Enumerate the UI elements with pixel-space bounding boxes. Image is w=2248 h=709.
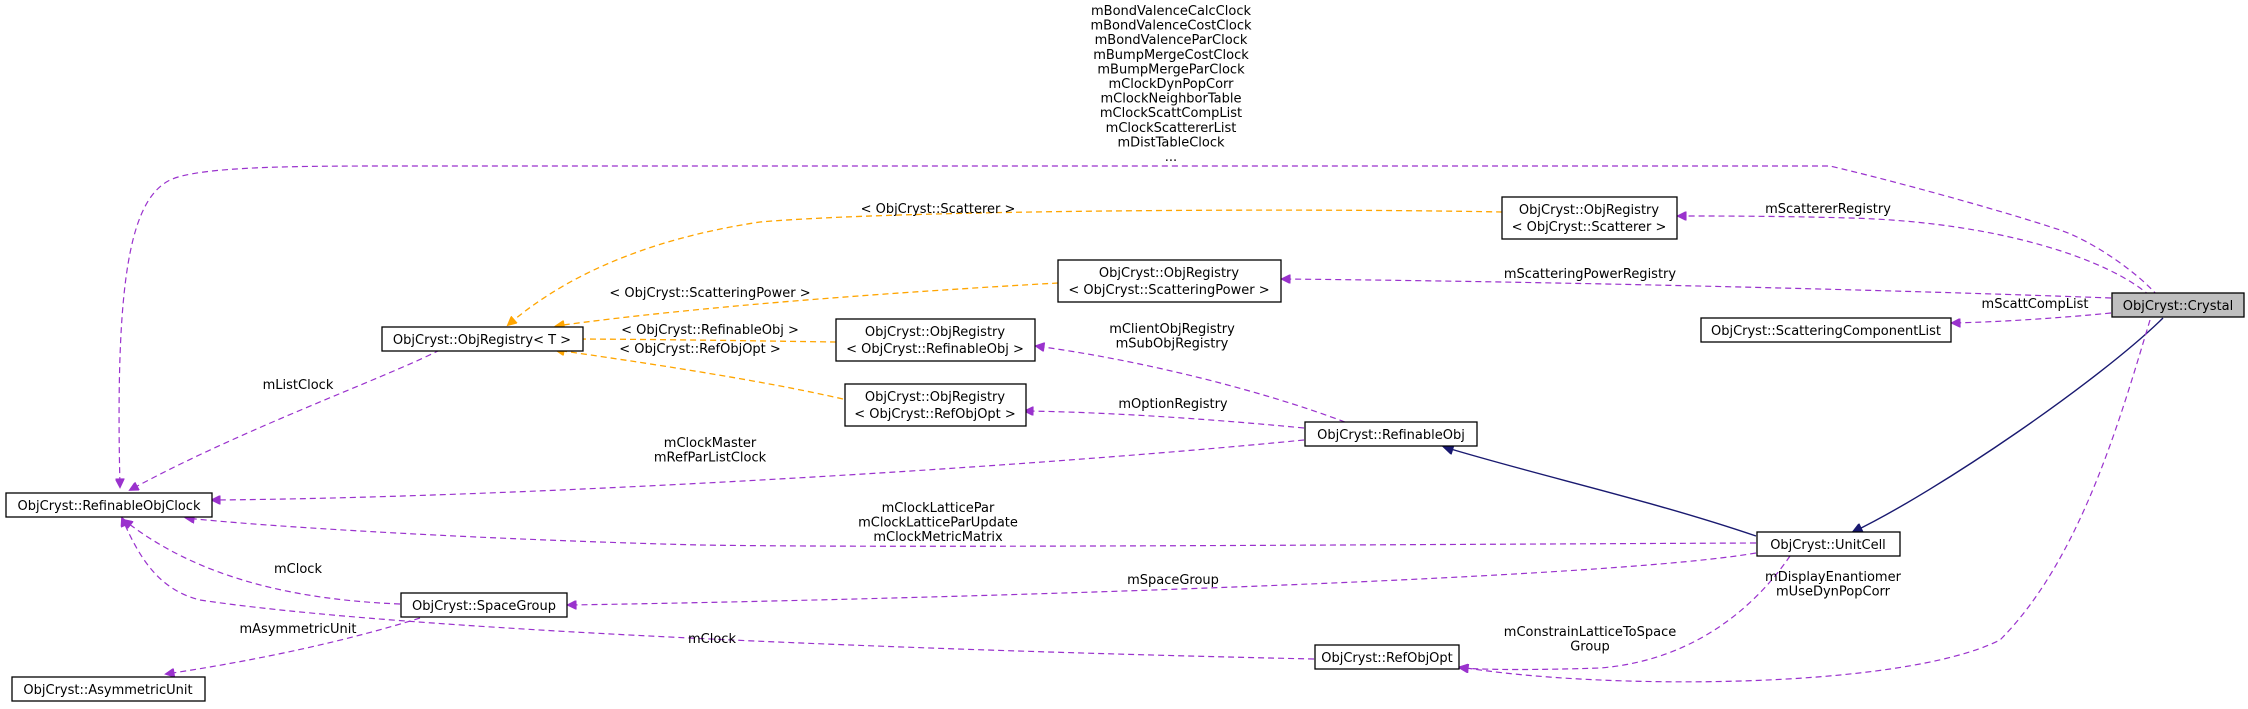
edge-unitcell-refinableobj [1444,447,1757,537]
edge-scattcomp-list [1952,312,2112,323]
edge-label-constrain-lattice-1: Group [1570,640,1610,655]
edge-label-asym-unit-0: mAsymmetricUnit [239,622,356,637]
node-refobj-registry-line-0: ObjCryst::ObjRegistry [865,325,1005,340]
edge-label-crystal-clocks-9: mDistTableClock [1117,135,1225,150]
edge-label-list-clock-0: mListClock [263,378,334,393]
node-ref-obj-opt-line-0: ObjCryst::RefObjOpt [1321,651,1453,666]
edge-label-clock-master-0: mClockMaster [664,436,757,451]
edge-label-sg-clock-0: mClock [274,562,322,577]
node-objregistry-t-line-0: ObjCryst::ObjRegistry< T > [393,333,571,348]
edge-label-crystal-clocks-3: mBumpMergeCostClock [1093,48,1249,63]
edge-label-scattcomp-list-0: mScattCompList [1982,297,2089,312]
edge-label-client-obj-1: mSubObjRegistry [1116,337,1229,352]
edge-label-crystal-clocks-4: mBumpMergeParClock [1097,62,1245,77]
edge-label-clock-master-1: mRefParListClock [654,451,767,466]
edge-scattpow-registry [1282,279,2112,299]
edge-label-unitcell-clocks-0: mClockLatticePar [882,501,995,516]
edge-label-crystal-clocks-10: ... [1165,150,1177,165]
edge-sg-clock [124,520,401,605]
edge-client-obj [1036,346,1346,423]
node-ref-obj-opt[interactable]: ObjCryst::RefObjOpt [1314,644,1460,670]
edge-label-display-enantiomer-1: mUseDynPopCorr [1776,585,1891,600]
node-refobj-registry[interactable]: ObjCryst::ObjRegistry < ObjCryst::Refina… [835,318,1036,362]
node-objregistry-t[interactable]: ObjCryst::ObjRegistry< T > [381,326,584,352]
edge-refobjopt-clock [122,518,1315,660]
node-crystal[interactable]: ObjCryst::Crystal [2111,292,2245,318]
node-scatterer-registry[interactable]: ObjCryst::ObjRegistry < ObjCryst::Scatte… [1501,196,1678,240]
node-scattpow-registry-line-0: ObjCryst::ObjRegistry [1099,266,1239,281]
edge-label-client-obj-0: mClientObjRegistry [1109,322,1235,337]
node-refinable-obj-clock-line-0: ObjCryst::RefinableObjClock [18,499,201,514]
edge-label-tpl-refobjopt-0: < ObjCryst::RefObjOpt > [619,342,781,357]
edge-label-option-registry-0: mOptionRegistry [1118,397,1228,412]
node-refobjopt-registry-line-1: < ObjCryst::RefObjOpt > [854,407,1016,422]
edge-label-crystal-clocks-6: mClockNeighborTable [1101,92,1242,107]
edge-label-tpl-scattpow-0: < ObjCryst::ScatteringPower > [609,286,810,301]
edge-crystal-clocks [119,165,2159,487]
node-refinable-obj-clock[interactable]: ObjCryst::RefinableObjClock [5,492,213,518]
edge-scatterer-registry [1678,216,2151,297]
node-scatterer-registry-line-0: ObjCryst::ObjRegistry [1519,203,1659,218]
edge-tpl-scattpow [556,282,1059,326]
node-refinable-obj-line-0: ObjCryst::RefinableObj [1317,428,1465,443]
edge-label-crystal-clocks-1: mBondValenceCostClock [1090,19,1252,34]
edge-label-space-group-0: mSpaceGroup [1127,573,1219,588]
edge-unitcell-refobjopt [1460,555,1791,670]
edge-label-crystal-clocks-7: mClockScattCompList [1100,106,1242,121]
node-scattpow-registry[interactable]: ObjCryst::ObjRegistry < ObjCryst::Scatte… [1057,259,1282,303]
edge-crystal-refobjopt [1460,319,2151,683]
edge-label-scatterer-registry-0: mScattererRegistry [1765,202,1891,217]
edge-list-clock [130,349,441,490]
node-space-group[interactable]: ObjCryst::SpaceGroup [400,592,568,618]
edge-label-crystal-clocks-2: mBondValenceParClock [1095,33,1248,48]
edge-option-registry [1025,411,1305,429]
node-space-group-line-0: ObjCryst::SpaceGroup [412,599,556,614]
node-unit-cell[interactable]: ObjCryst::UnitCell [1756,531,1901,557]
node-unit-cell-line-0: ObjCryst::UnitCell [1770,538,1886,553]
node-scattpow-registry-line-1: < ObjCryst::ScatteringPower > [1068,283,1269,298]
edge-label-crystal-clocks-5: mClockDynPopCorr [1109,77,1235,92]
edge-crystal-unitcell [1853,317,2164,532]
edge-label-scattpow-registry-0: mScatteringPowerRegistry [1504,267,1676,282]
edge-asym-unit [166,617,421,674]
edge-space-group [568,552,1757,605]
edge-label-crystal-clocks-8: mClockScattererList [1106,121,1237,136]
edge-unitcell-clocks [186,518,1757,547]
node-refobj-registry-line-1: < ObjCryst::RefinableObj > [846,342,1024,357]
edge-label-constrain-lattice-0: mConstrainLatticeToSpace [1504,625,1676,640]
edge-label-unitcell-clocks-2: mClockMetricMatrix [873,530,1003,545]
edge-label-unitcell-clocks-1: mClockLatticeParUpdate [858,516,1018,531]
edge-label-tpl-scatterer-0: < ObjCryst::Scatterer > [861,202,1016,217]
node-crystal-line-0: ObjCryst::Crystal [2123,299,2233,314]
edge-tpl-refobj [556,339,837,342]
node-scatterer-registry-line-1: < ObjCryst::Scatterer > [1512,220,1667,235]
edge-tpl-refobjopt [556,350,844,400]
edge-clock-master [212,439,1305,500]
node-refobjopt-registry[interactable]: ObjCryst::ObjRegistry < ObjCryst::RefObj… [844,383,1027,427]
node-asymmetric-unit[interactable]: ObjCryst::AsymmetricUnit [11,676,206,702]
node-asymmetric-unit-line-0: ObjCryst::AsymmetricUnit [23,683,192,698]
edge-labels: mBondValenceCalcClockmBondValenceCostClo… [239,4,2088,655]
edge-tpl-scatterer [508,209,1503,325]
node-scattcomp-list[interactable]: ObjCryst::ScatteringComponentList [1700,317,1952,343]
edge-label-display-enantiomer-0: mDisplayEnantiomer [1765,570,1902,585]
node-scattcomp-list-line-0: ObjCryst::ScatteringComponentList [1711,324,1941,339]
node-refinable-obj[interactable]: ObjCryst::RefinableObj [1304,421,1478,447]
edge-label-refobjopt-clock-0: mClock [688,632,736,647]
edge-label-crystal-clocks-0: mBondValenceCalcClock [1091,4,1251,19]
node-refobjopt-registry-line-0: ObjCryst::ObjRegistry [865,390,1005,405]
edge-label-tpl-refobj-0: < ObjCryst::RefinableObj > [621,323,799,338]
